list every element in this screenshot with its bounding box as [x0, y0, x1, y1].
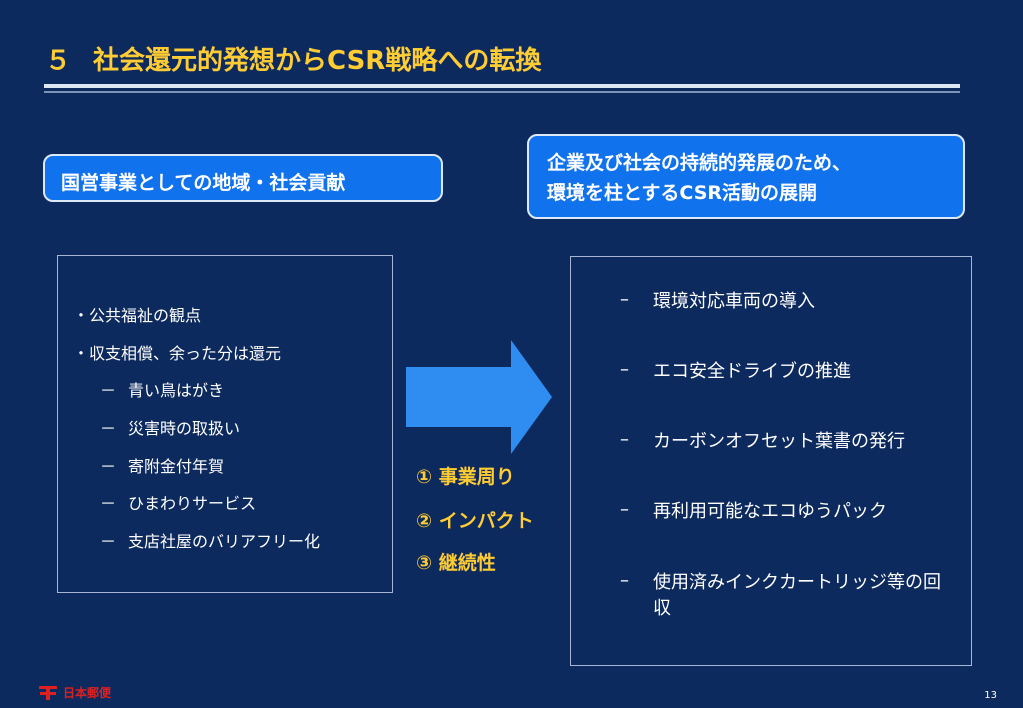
dash-marker: – — [620, 289, 629, 310]
title-rule-thick — [44, 84, 960, 88]
right-header-line1: 企業及び社会の持続的発展のため、 — [547, 152, 852, 174]
dash-marker: – — [620, 359, 629, 380]
left-bullet-2: ・収支相償、余った分は還元 — [73, 344, 282, 363]
left-bullet-1: ・公共福祉の観点 — [73, 306, 202, 325]
right-item-4: – 再利用可能なエコゆうパック — [620, 499, 950, 525]
page-title: ５ 社会還元的発想からCSR戦略への転換 — [45, 40, 541, 77]
dash-marker: － — [100, 494, 117, 513]
right-item-text: エコ安全ドライブの推進 — [653, 361, 851, 382]
right-item-3: – カーボンオフセット葉書の発行 — [620, 429, 960, 455]
right-item-1: – 環境対応車両の導入 — [620, 289, 950, 315]
page-number: 13 — [984, 690, 997, 701]
left-sub-item-text: 支店社屋のバリアフリー化 — [128, 532, 321, 551]
japan-post-logo: 日本郵便 — [37, 684, 111, 701]
dash-marker: － — [100, 381, 117, 400]
dash-marker: – — [620, 499, 629, 520]
left-sub-item-text: 寄附金付年賀 — [128, 457, 225, 476]
right-content-box — [570, 256, 972, 666]
right-header-line2: 環境を柱とするCSR活動の展開 — [547, 182, 818, 204]
left-sub-item-text: 災害時の取扱い — [128, 419, 241, 438]
right-item-text: 使用済みインクカートリッジ等の回収 — [653, 572, 941, 619]
left-sub-item-text: ひまわりサービス — [128, 494, 257, 513]
dash-marker: – — [620, 570, 629, 591]
left-sub-item-3: － 寄附金付年賀 — [100, 453, 224, 477]
right-item-text: 再利用可能なエコゆうパック — [653, 501, 887, 522]
title-number: ５ — [45, 46, 72, 76]
right-item-text: カーボンオフセット葉書の発行 — [653, 431, 905, 452]
dash-marker: － — [100, 419, 117, 438]
right-item-5: – 使用済みインクカートリッジ等の回収 — [620, 570, 950, 622]
left-sub-item-2: － 災害時の取扱い — [100, 415, 240, 439]
right-header-box: 企業及び社会の持続的発展のため、 環境を柱とするCSR活動の展開 — [527, 134, 965, 219]
logo-text: 日本郵便 — [63, 686, 112, 700]
left-sub-item-text: 青い鳥はがき — [128, 381, 225, 400]
left-content-box — [57, 255, 393, 593]
left-header-box: 国営事業としての地域・社会貢献 — [43, 154, 443, 202]
title-rule-thin — [44, 91, 960, 93]
dash-marker: – — [620, 429, 629, 450]
left-sub-item-5: － 支店社屋のバリアフリー化 — [100, 528, 320, 552]
right-arrow-icon — [406, 340, 552, 454]
dash-marker: － — [100, 457, 117, 476]
impact-item-2: ② インパクト — [416, 510, 534, 532]
title-text: 社会還元的発想からCSR戦略への転換 — [93, 46, 542, 76]
impact-item-3: ③ 継続性 — [416, 552, 496, 574]
japan-post-logo-icon — [39, 685, 57, 700]
left-sub-item-1: － 青い鳥はがき — [100, 377, 224, 401]
impact-item-1: ① 事業周り — [416, 466, 515, 488]
left-sub-item-4: － ひまわりサービス — [100, 490, 256, 514]
right-item-text: 環境対応車両の導入 — [653, 291, 815, 312]
right-item-2: – エコ安全ドライブの推進 — [620, 359, 950, 385]
left-header-text: 国営事業としての地域・社会貢献 — [61, 172, 346, 194]
dash-marker: － — [100, 532, 117, 551]
